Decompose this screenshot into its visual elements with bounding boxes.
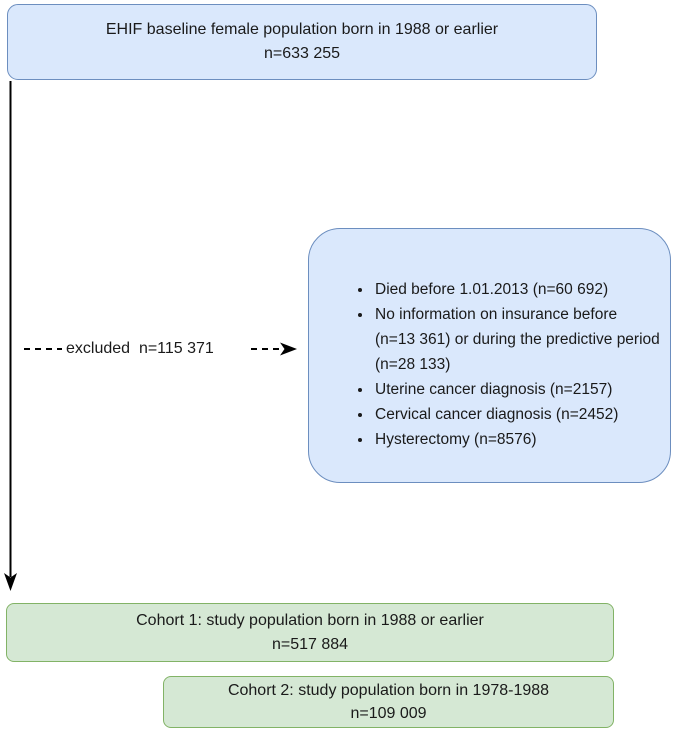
cohort2-count: n=109 009	[350, 705, 427, 722]
cohort2-box: Cohort 2: study population born in 1978-…	[163, 676, 614, 728]
exclusion-item-no-insurance: No information on insurance before (n=13…	[373, 302, 660, 377]
cohort1-count: n=517 884	[271, 635, 349, 653]
exclusion-item-hysterectomy: Hysterectomy (n=8576)	[373, 427, 660, 452]
cohort2-text: Cohort 2: study population born in 1978-…	[227, 682, 550, 699]
exclusion-criteria-box: Died before 1.01.2013 (n=60 692) No info…	[308, 228, 671, 483]
baseline-population-box: EHIF baseline female population born in …	[7, 4, 597, 80]
cohort1-box: Cohort 1: study population born in 1988 …	[6, 603, 614, 662]
exclusion-item-cervical-cancer: Cervical cancer diagnosis (n=2452)	[373, 402, 660, 427]
baseline-population-count: n=633 255	[263, 45, 341, 62]
exclusion-item-uterine-cancer: Uterine cancer diagnosis (n=2157)	[373, 377, 660, 402]
exclusion-item-died: Died before 1.01.2013 (n=60 692)	[373, 277, 660, 302]
exclusion-criteria-list: Died before 1.01.2013 (n=60 692) No info…	[309, 229, 670, 452]
excluded-label: excluded n=115 371	[66, 340, 214, 357]
flow-arrow-down	[4, 81, 17, 591]
baseline-population-text: EHIF baseline female population born in …	[105, 21, 499, 38]
cohort1-text: Cohort 1: study population born in 1988 …	[136, 611, 484, 629]
